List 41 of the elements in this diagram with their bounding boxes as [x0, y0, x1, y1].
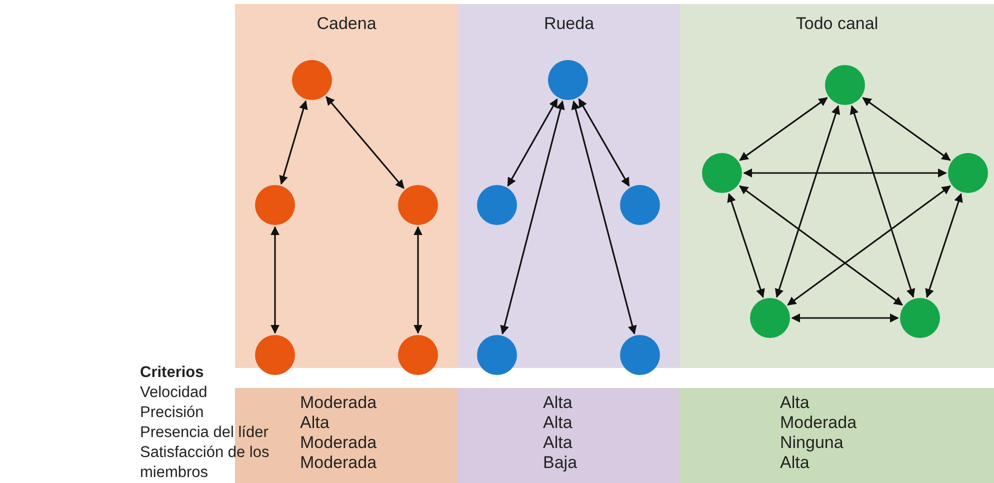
network-title: Cadena: [316, 14, 378, 34]
criterion-value: Alta: [780, 453, 810, 473]
two-way-arrow: [279, 100, 308, 185]
criterion-value: Alta: [780, 393, 810, 413]
criteria-values-band: [458, 388, 680, 483]
network-title: Todo canal: [794, 14, 880, 34]
two-way-arrow: [850, 105, 916, 298]
network-panel: [680, 4, 994, 368]
criterion-value: Alta: [543, 393, 572, 413]
two-way-arrow: [414, 226, 422, 334]
two-way-arrow: [791, 314, 899, 322]
two-way-arrow: [787, 185, 951, 306]
criterion-name: Presencia del líder: [140, 423, 268, 443]
criterion-name: Velocidad: [140, 383, 208, 403]
two-way-arrow: [326, 96, 404, 189]
criterion-value: Ninguna: [780, 433, 844, 453]
two-way-arrow: [862, 97, 951, 161]
criterion-value: Alta: [543, 433, 572, 453]
criterion-value: Moderada: [300, 453, 377, 473]
two-way-arrow: [571, 100, 637, 335]
criteria-heading: Criterios: [140, 363, 204, 383]
two-way-arrow: [500, 100, 565, 335]
two-way-arrow: [727, 193, 765, 298]
two-way-arrow: [743, 168, 947, 178]
criterion-value: Moderada: [300, 393, 377, 413]
criterion-value: Alta: [543, 413, 572, 433]
criterion-value: Moderada: [780, 413, 857, 433]
criterion-name: Satisfacción de los miembros: [140, 443, 270, 483]
two-way-arrow: [578, 98, 630, 187]
two-way-arrow: [507, 98, 558, 187]
two-way-arrow: [739, 97, 828, 161]
criteria-values-band: [680, 388, 994, 483]
two-way-arrow: [774, 105, 840, 298]
criterion-value: Baja: [543, 453, 578, 473]
two-way-arrow: [925, 193, 963, 298]
network-title: Rueda: [542, 14, 596, 34]
criterion-name: Precisión: [140, 403, 204, 423]
two-way-arrow: [270, 226, 280, 334]
criterion-value: Moderada: [300, 433, 377, 453]
criterion-value: Alta: [300, 413, 330, 433]
two-way-arrow: [739, 185, 903, 306]
